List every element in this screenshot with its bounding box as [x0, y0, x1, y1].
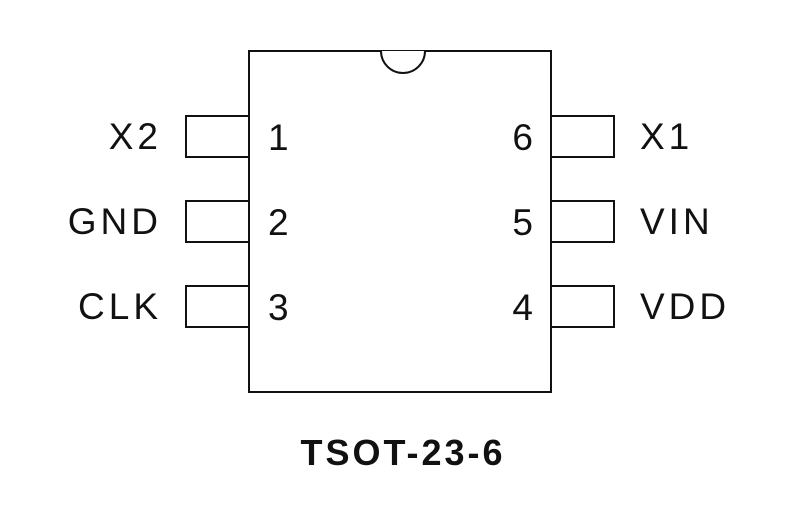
- pin-label-3: CLK: [78, 286, 162, 327]
- pin-label-1: X2: [109, 116, 162, 157]
- pin-number-2: 2: [268, 202, 289, 243]
- pin-label-4: VDD: [640, 286, 730, 327]
- pin-lead-3: [185, 285, 250, 328]
- pin-number-4: 4: [512, 287, 533, 328]
- package-name: TSOT-23-6: [300, 432, 505, 473]
- pin-lead-4: [550, 285, 615, 328]
- pin-label-2: GND: [68, 201, 162, 242]
- pin-lead-2: [185, 200, 250, 243]
- pin-number-5: 5: [512, 202, 533, 243]
- pin-lead-1: [185, 115, 250, 158]
- package-body: [248, 50, 552, 393]
- pin-label-5: VIN: [640, 201, 714, 242]
- pin-number-1: 1: [268, 117, 289, 158]
- pin-number-3: 3: [268, 287, 289, 328]
- pin-lead-6: [550, 115, 615, 158]
- pin-label-6: X1: [640, 116, 693, 157]
- pin-number-6: 6: [512, 117, 533, 158]
- pin-lead-5: [550, 200, 615, 243]
- orientation-notch: [380, 50, 426, 74]
